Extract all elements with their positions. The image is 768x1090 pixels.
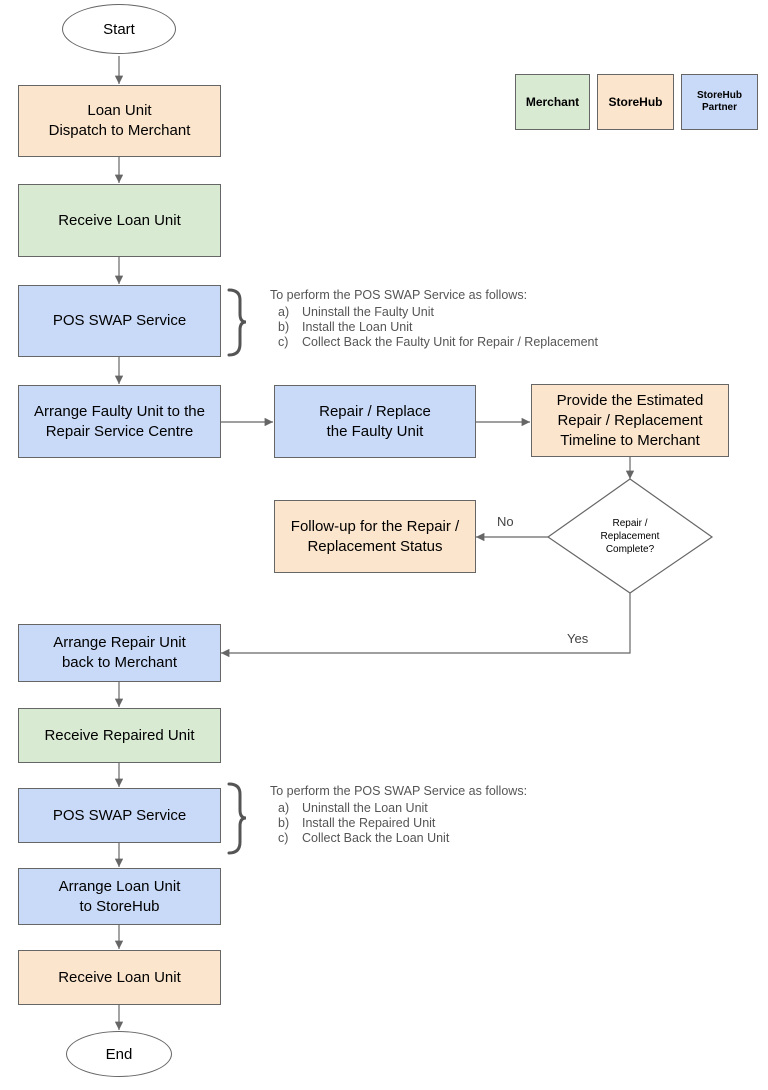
receive-repaired-unit-box: Receive Repaired Unit	[18, 708, 221, 763]
follow-up-box: Follow-up for the Repair / Replacement S…	[274, 500, 476, 573]
arrange-loan-unit-box: Arrange Loan Unit to StoreHub	[18, 868, 221, 925]
loan-dispatch-box: Loan Unit Dispatch to Merchant	[18, 85, 221, 157]
edge-label-yes: Yes	[567, 631, 589, 646]
receive-loan-unit-box: Receive Loan Unit	[18, 184, 221, 257]
item-marker: c)	[278, 335, 289, 349]
legend-storehub: StoreHub	[597, 74, 674, 130]
item-text: Install the Loan Unit	[302, 320, 413, 334]
item-text: Collect Back the Loan Unit	[302, 831, 450, 845]
start-node: Start	[62, 4, 176, 54]
swap-note-2: To perform the POS SWAP Service as follo…	[270, 784, 527, 846]
pos-swap-service-box-2: POS SWAP Service	[18, 788, 221, 843]
swap-note-1: To perform the POS SWAP Service as follo…	[270, 288, 598, 350]
edge-label-no: No	[497, 514, 514, 529]
brace-2	[227, 782, 247, 855]
item-marker: a)	[278, 801, 290, 815]
swap-note-2-item-c: c) Collect Back the Loan Unit	[270, 831, 527, 846]
item-text: Uninstall the Loan Unit	[302, 801, 428, 815]
item-text: Uninstall the Faulty Unit	[302, 305, 435, 319]
swap-note-2-title: To perform the POS SWAP Service as follo…	[270, 784, 528, 798]
brace-1	[227, 288, 247, 357]
item-text: Collect Back the Faulty Unit for Repair …	[302, 335, 598, 349]
item-marker: b)	[278, 320, 290, 334]
swap-note-2-item-b: b) Install the Repaired Unit	[270, 816, 527, 831]
item-marker: b)	[278, 816, 290, 830]
swap-note-2-item-a: a) Uninstall the Loan Unit	[270, 801, 527, 816]
item-marker: c)	[278, 831, 289, 845]
pos-swap-service-box-1: POS SWAP Service	[18, 285, 221, 357]
repair-replace-box: Repair / Replace the Faulty Unit	[274, 385, 476, 458]
provide-timeline-box: Provide the Estimated Repair / Replaceme…	[531, 384, 729, 457]
item-text: Install the Repaired Unit	[302, 816, 436, 830]
swap-note-1-item-a: a) Uninstall the Faulty Unit	[270, 305, 598, 320]
receive-loan-unit-box-2: Receive Loan Unit	[18, 950, 221, 1005]
edge-decision-arrangeback	[221, 593, 631, 658]
swap-note-1-title: To perform the POS SWAP Service as follo…	[270, 288, 528, 302]
swap-note-1-item-c: c) Collect Back the Faulty Unit for Repai…	[270, 335, 598, 350]
swap-note-1-item-b: b) Install the Loan Unit	[270, 320, 598, 335]
legend-merchant: Merchant	[515, 74, 590, 130]
item-marker: a)	[278, 305, 290, 319]
legend-storehub-partner: StoreHub Partner	[681, 74, 758, 130]
end-node: End	[66, 1031, 172, 1077]
decision-label: Repair / Replacement Complete?	[600, 518, 660, 555]
decision-diamond	[546, 478, 714, 594]
arrange-faulty-unit-box: Arrange Faulty Unit to the Repair Servic…	[18, 385, 221, 458]
arrange-repair-back-box: Arrange Repair Unit back to Merchant	[18, 624, 221, 682]
